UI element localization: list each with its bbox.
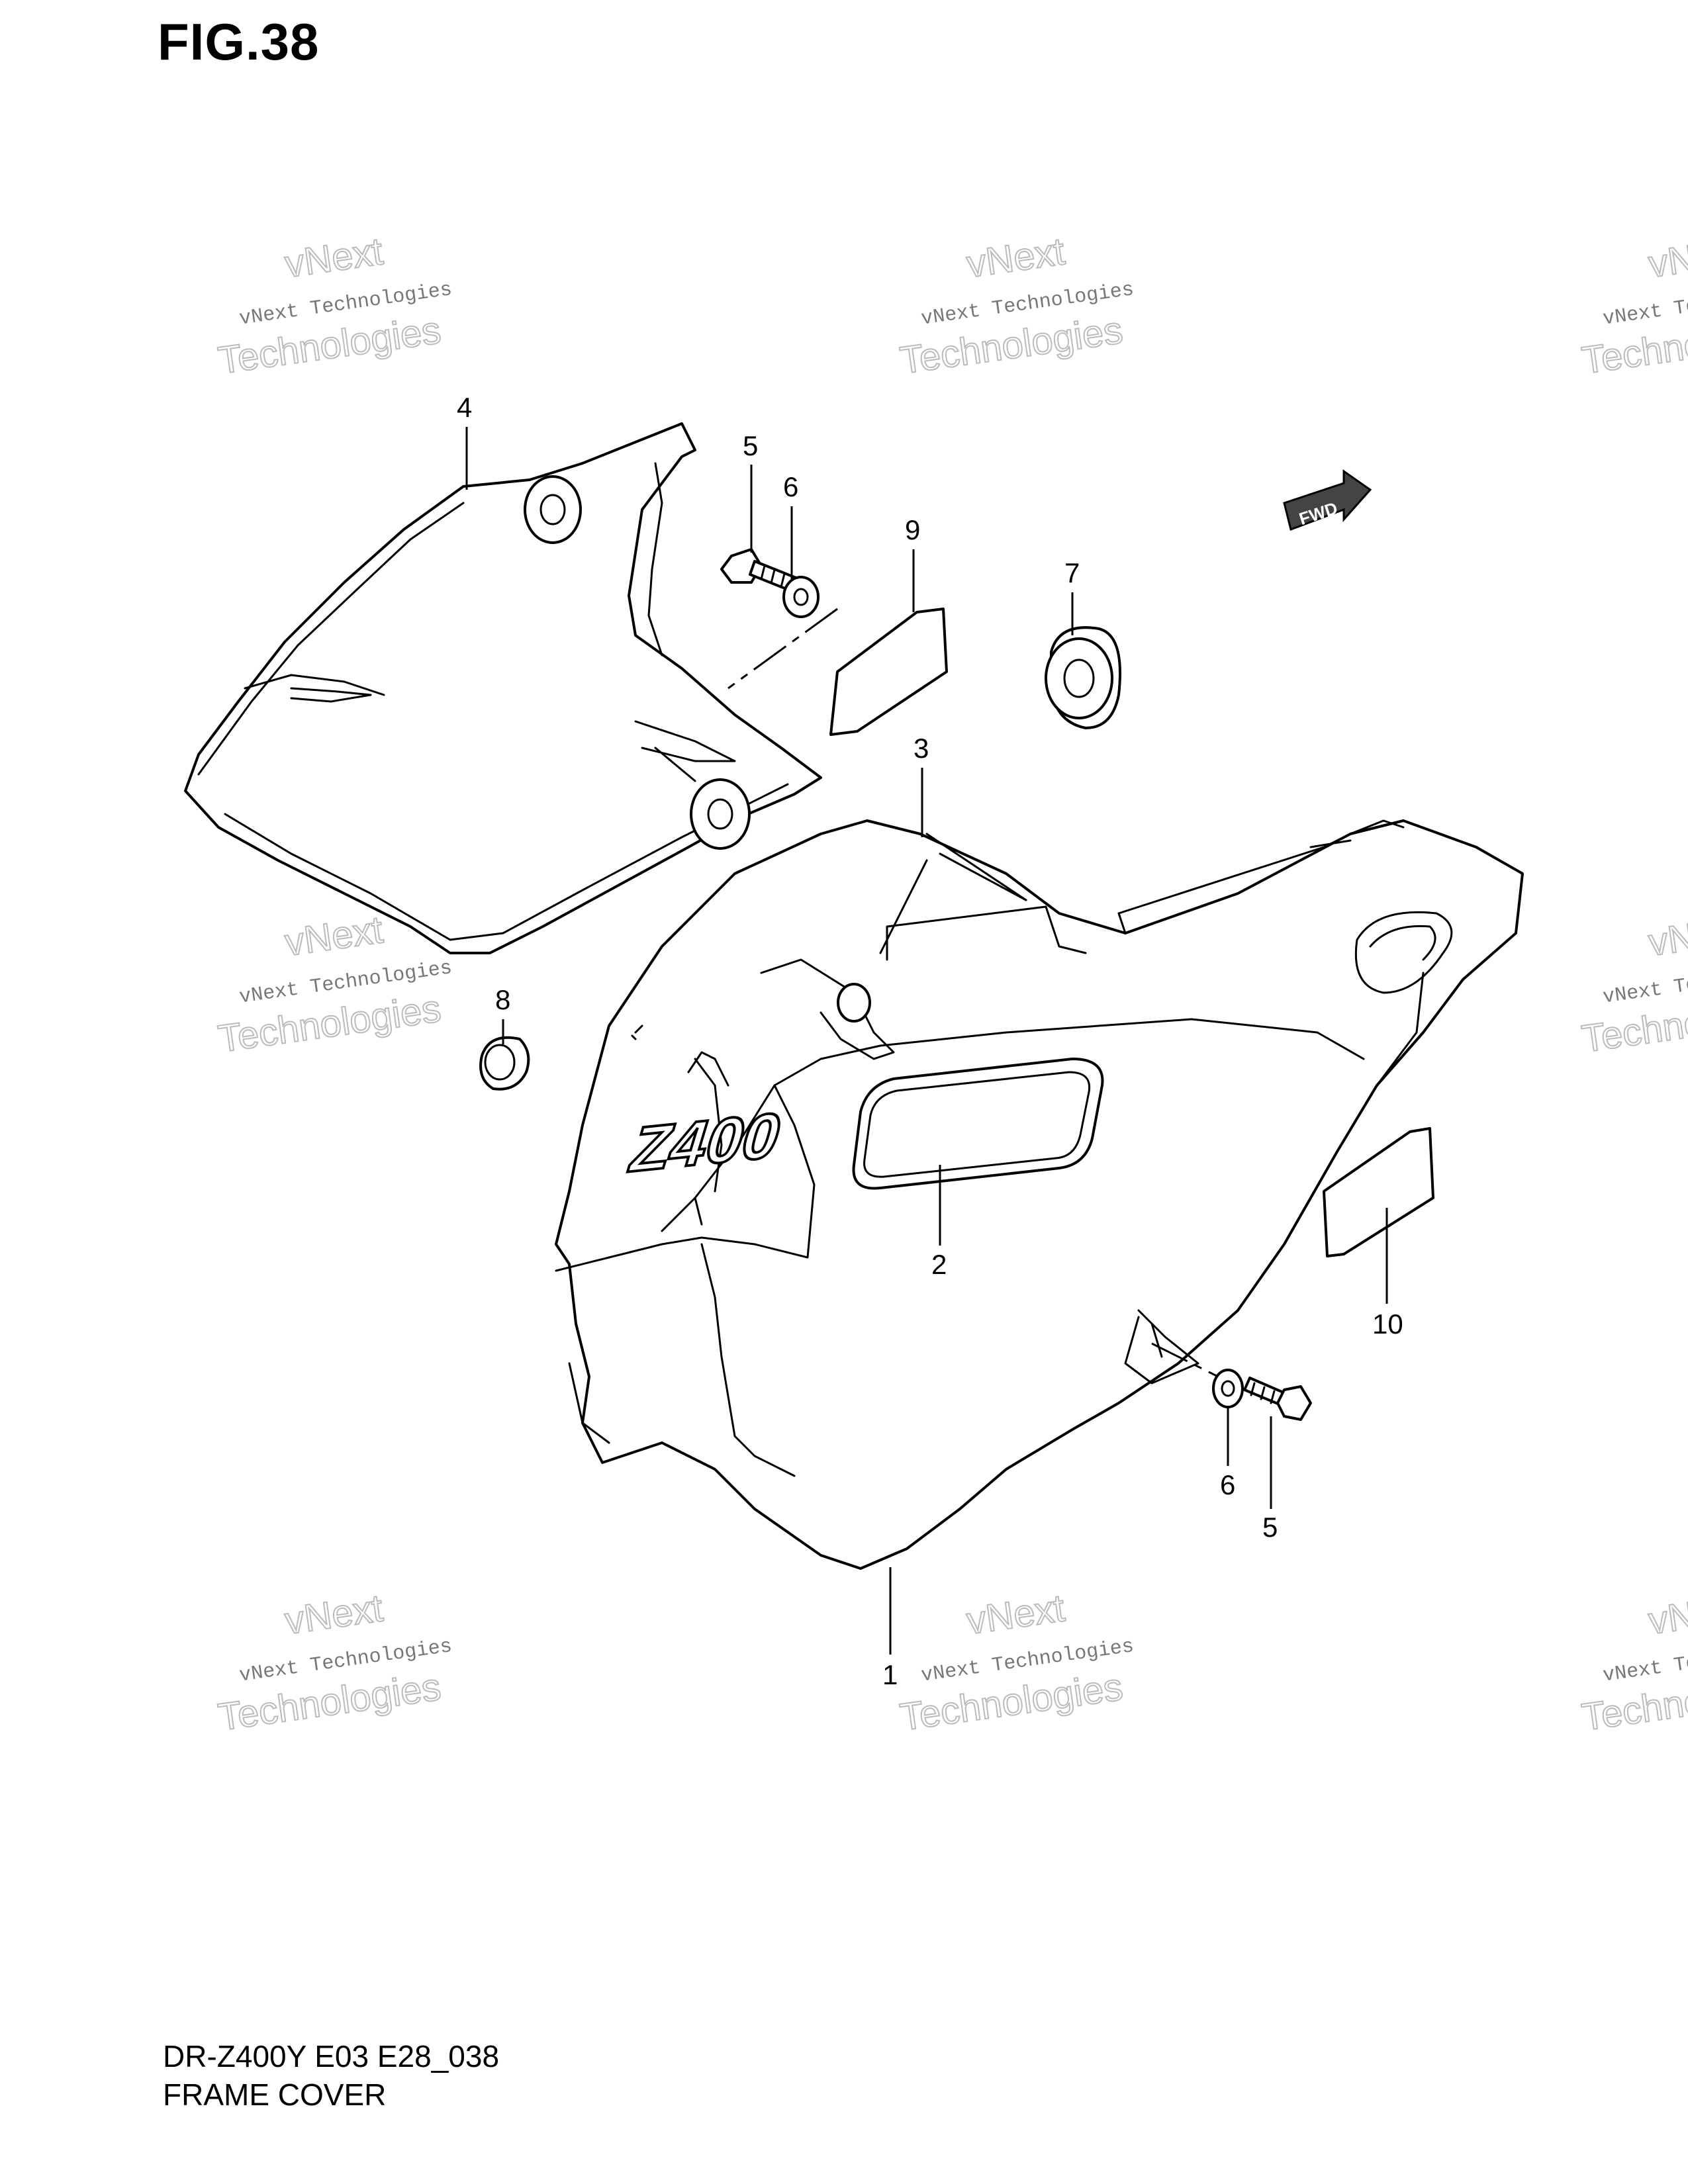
watermark-brand: vNext — [1646, 1586, 1688, 1643]
watermark-text: vNext Technologies — [1601, 957, 1688, 1009]
watermark-brand: vNext — [964, 230, 1067, 286]
part-6-washer-bottom — [1212, 1369, 1244, 1408]
watermark-top-left: vNext vNext Technologies Technologies — [215, 229, 453, 383]
callout-5-top: 5 — [743, 430, 758, 461]
part-7-grommet — [1045, 626, 1121, 729]
watermark-brand: vNext — [282, 230, 385, 286]
part-9-pad — [829, 608, 948, 736]
callout-4: 4 — [457, 392, 472, 423]
model-code: DR-Z400Y E03 E28_038 — [163, 2039, 500, 2073]
callout-3: 3 — [914, 733, 929, 764]
callout-6-top: 6 — [783, 471, 798, 502]
callout-5-bottom: 5 — [1262, 1512, 1278, 1543]
part-5-bolt-bottom — [1243, 1377, 1312, 1421]
watermark-brand: vNext — [1646, 908, 1688, 964]
callout-2: 2 — [931, 1249, 947, 1280]
fastener-guide-line-bottom — [1151, 1342, 1219, 1378]
part-8-grommet — [479, 1036, 530, 1091]
part-10-pad — [1323, 1127, 1434, 1257]
emblem-text: Z400 — [626, 1099, 782, 1185]
figure-name: FRAME COVER — [163, 2077, 387, 2112]
part-1-frame-cover — [555, 819, 1524, 1570]
watermark-text: vNext Technologies — [1601, 1635, 1688, 1688]
watermark-brand: vNext — [282, 1586, 385, 1643]
part-3-edge-line — [925, 833, 1027, 901]
part-6-washer-top — [782, 576, 820, 618]
figure-title: FIG.38 — [158, 13, 320, 71]
part-2-emblem: Z400 — [624, 1058, 1104, 1190]
callout-1: 1 — [882, 1659, 898, 1690]
part-4-upper-side-cover — [184, 422, 822, 954]
watermark-bottom-left: vNext vNext Technologies Technologies — [215, 1586, 453, 1739]
callout-6-bottom: 6 — [1220, 1469, 1235, 1500]
watermark-mid-right: vNext vNext Technologies Technologies — [1579, 907, 1688, 1061]
callout-9: 9 — [905, 514, 920, 545]
callout-labels: 4 5 6 9 7 3 8 2 10 6 5 1 — [457, 392, 1403, 1690]
callout-8: 8 — [495, 984, 510, 1015]
watermark-top-right: vNext vNext Technologies Technologies — [1579, 229, 1688, 383]
watermark-bottom-center: vNext vNext Technologies Technologies — [897, 1586, 1135, 1739]
watermark-brand: vNext — [282, 908, 385, 964]
watermark-brand: vNext — [964, 1586, 1067, 1643]
leader-lines — [465, 427, 1388, 1655]
watermark-bottom-right: vNext vNext Technologies Technologies — [1579, 1586, 1688, 1739]
watermark-brand: vNext — [1646, 230, 1688, 286]
callout-10: 10 — [1372, 1308, 1403, 1340]
fwd-arrow-icon: FWD — [1283, 469, 1372, 531]
watermark-top-center: vNext vNext Technologies Technologies — [897, 229, 1135, 383]
callout-7: 7 — [1064, 557, 1080, 588]
watermark-text: vNext Technologies — [1601, 279, 1688, 331]
fastener-guide-line-top — [727, 608, 838, 690]
